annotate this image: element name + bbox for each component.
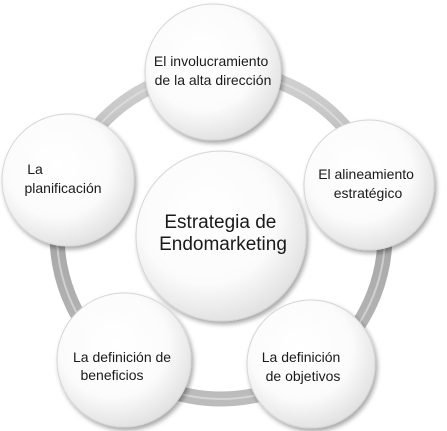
- node-objetivos-line-1: La definición: [262, 349, 341, 365]
- node-involucramiento-line-1: El involucramiento: [154, 53, 269, 69]
- node-planificacion-line-2: planificación: [24, 180, 101, 196]
- center-label-line-1: Estrategia de: [164, 212, 276, 233]
- node-alineamiento-line-2: estratégico: [334, 185, 403, 201]
- node-involucramiento: El involucramiento de la alta dirección: [144, 3, 282, 141]
- svg-text:La definición de benefic: La definición de beneficios: [73, 349, 175, 383]
- node-objetivos-line-2: de objetivos: [266, 368, 341, 384]
- node-beneficios-line-1: La definición de: [73, 349, 171, 365]
- node-objetivos: La definición de objetivos: [246, 299, 376, 429]
- center-label-line-2: Endomarketing: [159, 234, 287, 255]
- node-involucramiento-line-2: de la alta dirección: [155, 72, 272, 88]
- node-beneficios: La definición de beneficios: [56, 292, 192, 428]
- node-alineamiento-line-1: El alineamiento: [318, 166, 414, 182]
- svg-text:Estrategia de Endomarket: Estrategia de Endomarketing: [159, 212, 287, 255]
- node-alineamiento: El alineamiento estratégico: [303, 119, 435, 251]
- node-beneficios-line-2: beneficios: [80, 367, 143, 383]
- node-planificacion-line-1: La: [27, 161, 43, 177]
- node-planificacion: La planificación: [1, 113, 135, 247]
- svg-text:La definición de objetiv: La definición de objetivos: [262, 349, 345, 384]
- svg-text:La planificación: La planificación: [24, 161, 101, 196]
- center-node: Estrategia de Endomarketing: [135, 150, 307, 322]
- svg-text:El involucramiento de la: El involucramiento de la alta dirección: [154, 53, 272, 88]
- svg-text:El alineamiento estratég: El alineamiento estratégico: [318, 166, 418, 201]
